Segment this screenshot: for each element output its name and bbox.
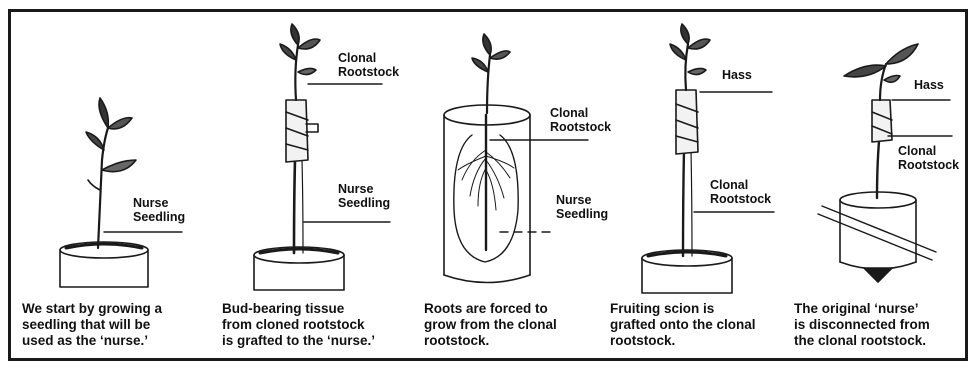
panel-2-caption: Bud-bearing tissue from cloned rootstock… xyxy=(222,301,375,349)
panel-3-label-clonal-rootstock: Clonal Rootstock xyxy=(550,106,611,134)
panel-3-drawing xyxy=(444,34,588,283)
panel-1-label-nurse-seedling: Nurse Seedling xyxy=(133,196,185,224)
panel-3-label-nurse-seedling: Nurse Seedling xyxy=(556,193,608,221)
panel-2-label-clonal-rootstock: Clonal Rootstock xyxy=(338,51,399,79)
panel-1-caption: We start by growing a seedling that will… xyxy=(22,301,162,349)
panel-5-caption: The original ‘nurse’ is disconnected fro… xyxy=(794,301,930,349)
panel-1-drawing xyxy=(60,98,182,287)
panel-5-label-clonal-rootstock: Clonal Rootstock xyxy=(898,144,959,172)
panel-4-label-hass: Hass xyxy=(722,68,752,82)
panel-4-caption: Fruiting scion is grafted onto the clona… xyxy=(610,301,756,349)
panel-3-caption: Roots are forced to grow from the clonal… xyxy=(424,301,557,349)
panel-4-drawing xyxy=(642,24,774,293)
panel-4-label-clonal-rootstock: Clonal Rootstock xyxy=(710,178,771,206)
panel-2-label-nurse-seedling: Nurse Seedling xyxy=(338,182,390,210)
panel-5-label-hass: Hass xyxy=(914,78,944,92)
